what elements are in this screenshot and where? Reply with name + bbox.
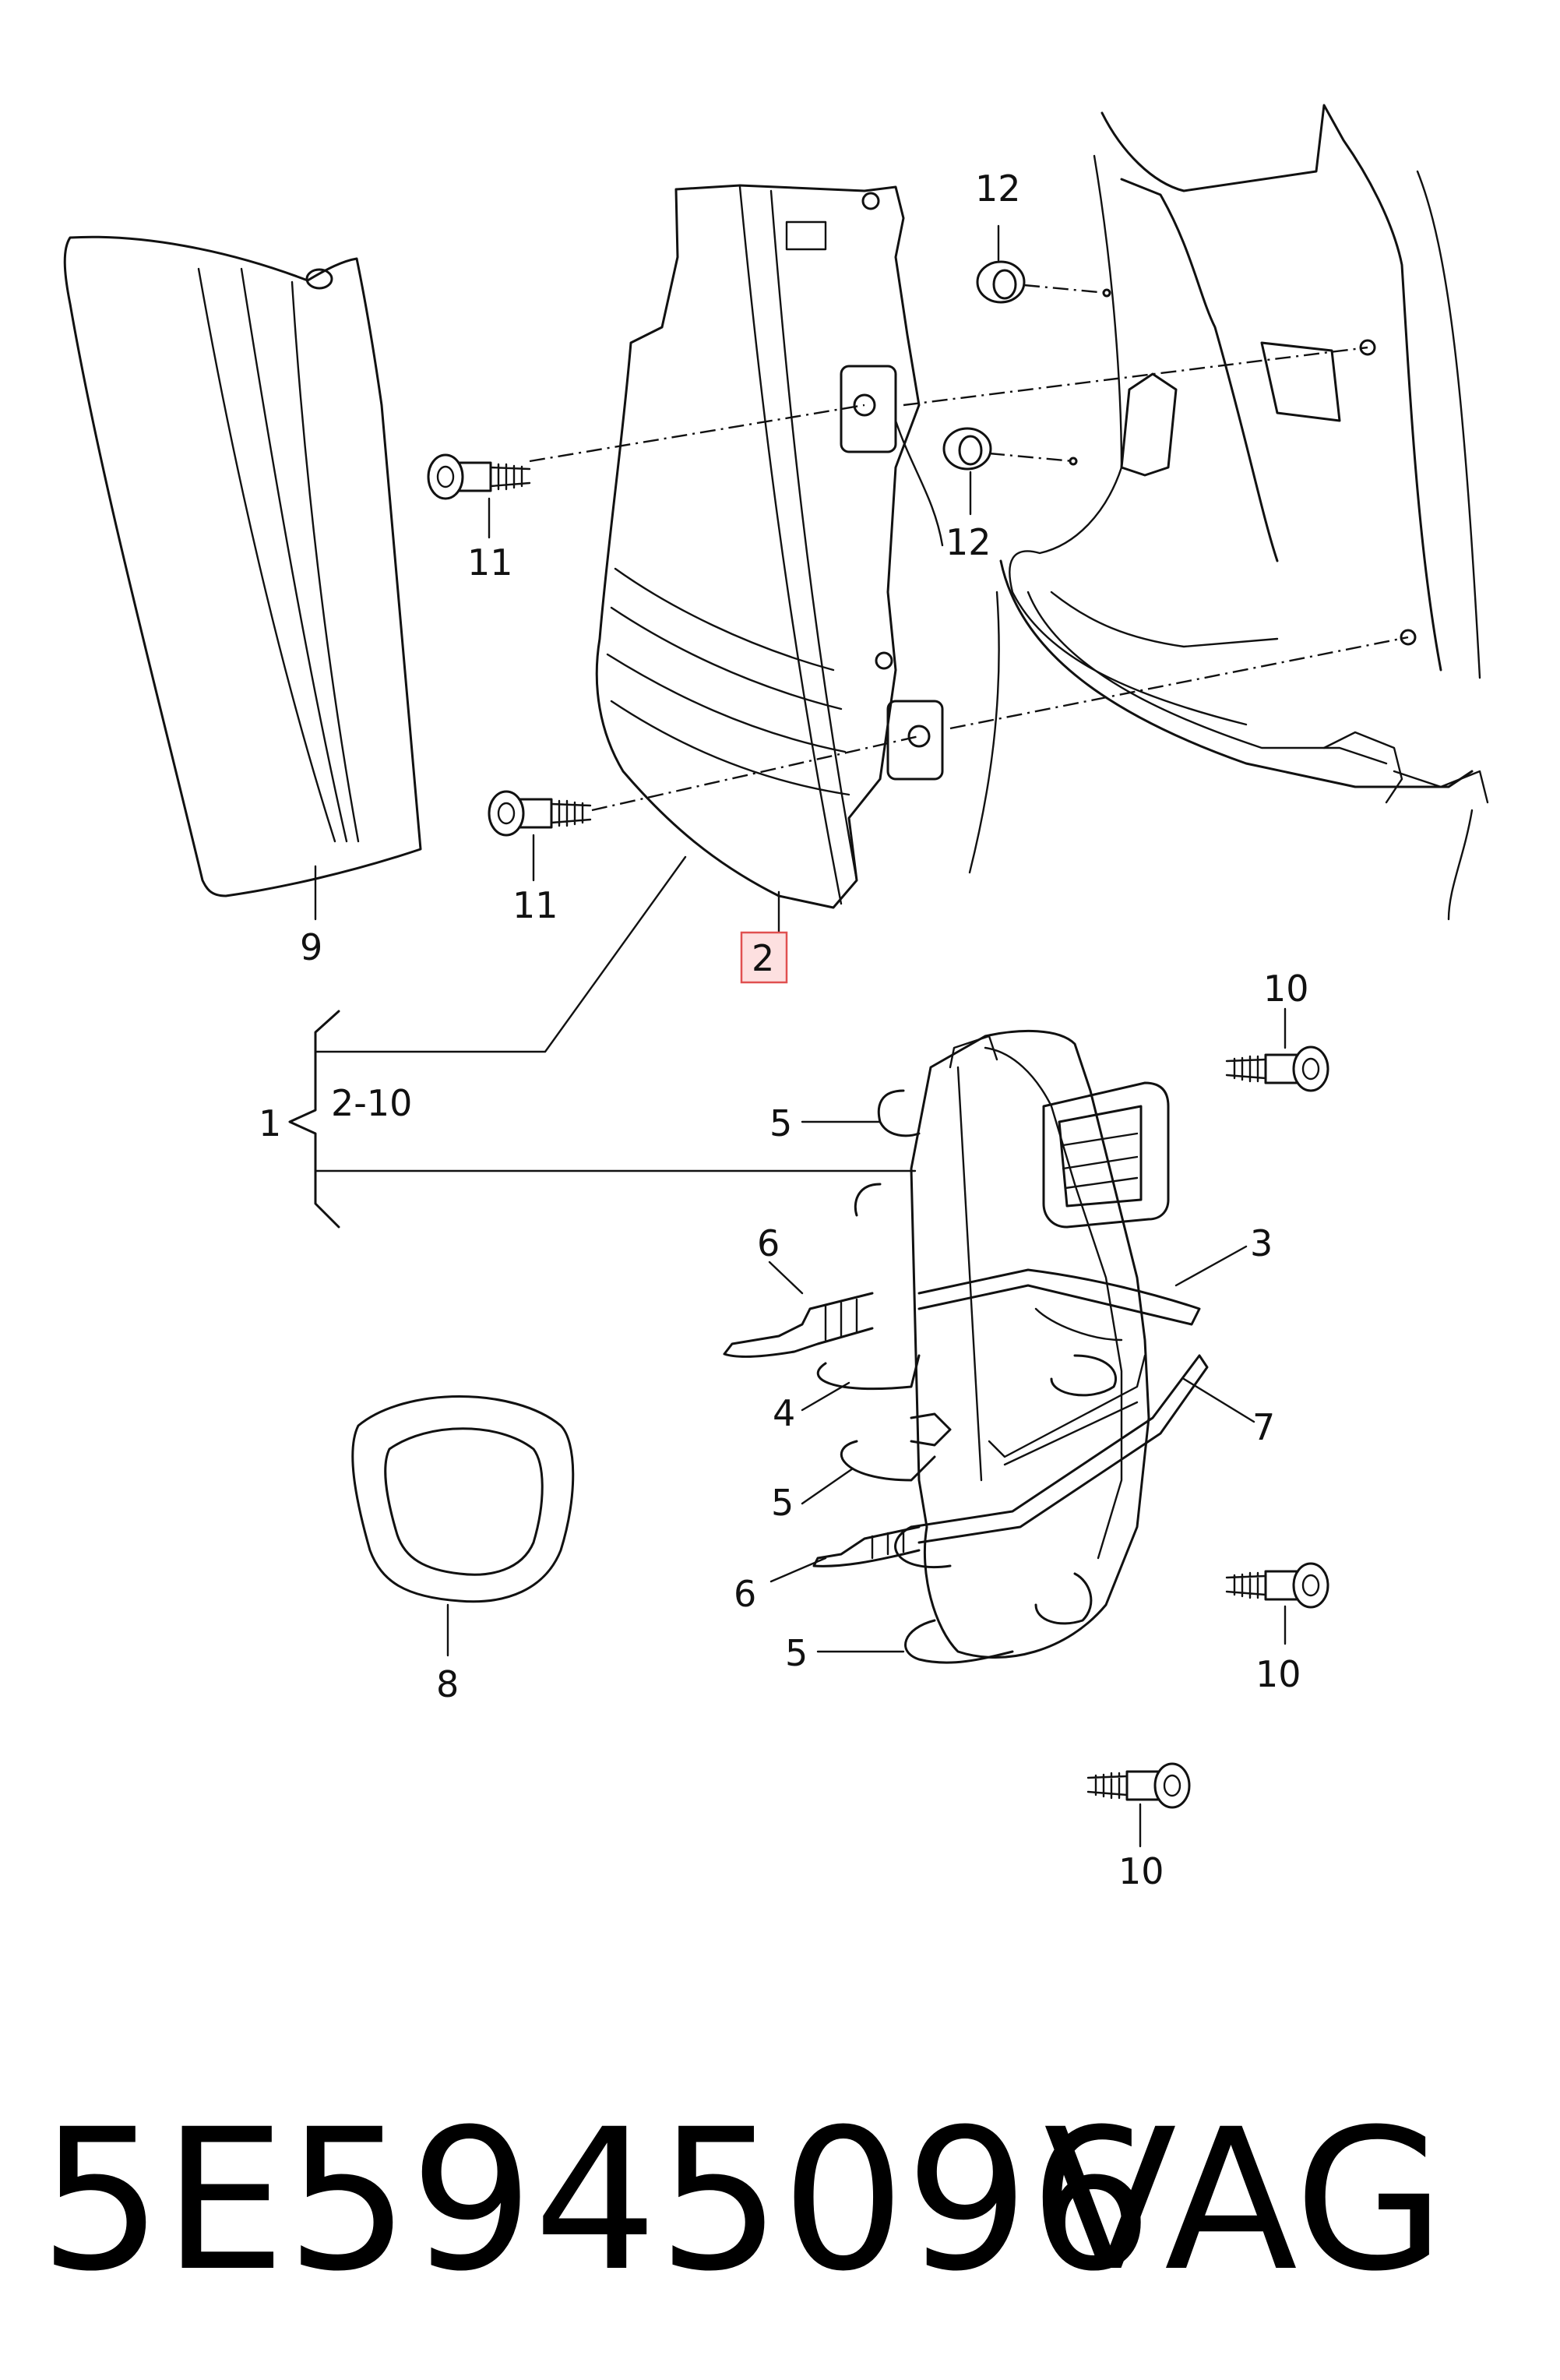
- label-12-top: 12: [975, 167, 1021, 210]
- label-8: 8: [436, 1663, 459, 1705]
- label-1: 1: [259, 1102, 281, 1144]
- grommet-part-12-bottom: [942, 427, 992, 516]
- bulb-holder-assembly: [723, 1029, 1209, 1664]
- label-2: 2: [752, 937, 774, 979]
- label-5-middle: 5: [771, 1482, 794, 1524]
- car-body-panel: [968, 104, 1489, 921]
- label-5-top: 5: [769, 1102, 792, 1144]
- label-10-bottom: 10: [1118, 1850, 1164, 1892]
- grommet-part-12-top: [976, 224, 1026, 304]
- label-6-bottom: 6: [734, 1573, 756, 1615]
- label-6-top: 6: [757, 1222, 780, 1264]
- label-2-10: 2-10: [331, 1082, 412, 1124]
- brand-name: VAG: [1044, 2087, 1446, 2314]
- label-9: 9: [300, 926, 322, 968]
- assembly-bracket-part-1: [288, 855, 917, 1229]
- callout-labels: 1 2 2-10 3 4 5 5 5 6 6 7 8 9 10 10 10 11…: [259, 167, 1309, 1892]
- leader-lines: [768, 1120, 1255, 1653]
- label-11-top: 11: [467, 541, 513, 584]
- label-3: 3: [1250, 1222, 1273, 1264]
- assembly-lines: [529, 284, 1409, 812]
- part-number: 5E5945096: [39, 2087, 1153, 2314]
- trim-panel-part-9: [63, 235, 422, 921]
- screw-part-10-top: [1225, 1007, 1329, 1092]
- highlight-box-part-2: [740, 931, 788, 984]
- label-12-bottom: 12: [946, 521, 991, 563]
- label-10-middle: 10: [1255, 1653, 1301, 1695]
- seal-part-8: [351, 1395, 575, 1657]
- label-4: 4: [773, 1392, 795, 1434]
- screw-part-11-bottom: [488, 790, 592, 882]
- screw-part-10-middle: [1225, 1562, 1329, 1645]
- screw-part-10-bottom: [1086, 1762, 1191, 1848]
- label-10-top: 10: [1263, 968, 1309, 1010]
- label-5-bottom: 5: [785, 1632, 808, 1674]
- label-7: 7: [1252, 1406, 1275, 1448]
- tail-light-housing-part-2: [595, 184, 944, 940]
- label-11-bottom: 11: [512, 884, 558, 926]
- screw-part-11-top: [427, 453, 531, 539]
